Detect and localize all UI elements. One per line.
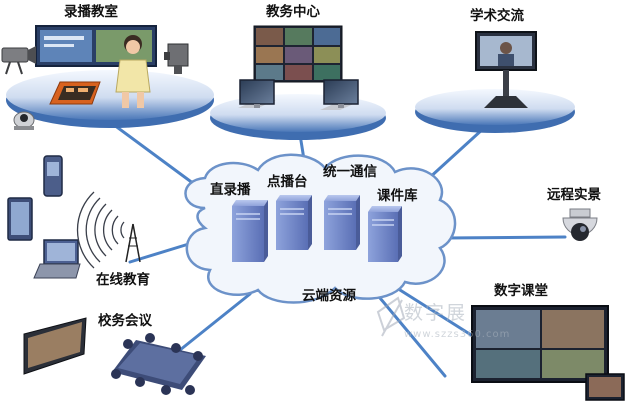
link-remote-live — [443, 235, 567, 240]
watermark-logo-icon — [376, 296, 406, 337]
label-remote-live-view: 远程实景 — [547, 187, 601, 203]
server-on-demand — [276, 195, 312, 250]
cloud-shape — [184, 153, 457, 304]
label-unified-communication: 统一通信 — [323, 164, 377, 180]
server-live — [232, 200, 268, 262]
wireless-signal-icon — [76, 191, 125, 269]
small-monitor-icon — [585, 373, 625, 401]
watermark-brand: 数字展 — [404, 302, 468, 324]
affairs-platform — [210, 94, 386, 140]
meeting-display-icon — [23, 317, 87, 375]
monitor-right-icon — [320, 79, 359, 110]
recording-platform — [6, 70, 214, 128]
digital-classroom-display-icon — [471, 305, 609, 383]
label-digital-classroom: 数字课堂 — [494, 283, 548, 299]
label-online-education: 在线教育 — [96, 272, 150, 288]
wireless-tower-icon — [125, 223, 141, 263]
label-on-demand: 点播台 — [267, 174, 308, 190]
label-academic-affairs-center: 教务中心 — [266, 4, 320, 20]
ptz-camera-icon — [13, 111, 35, 130]
monitor-left-icon — [238, 79, 276, 108]
label-cloud-resources: 云端资源 — [302, 288, 356, 304]
teacher-figure — [115, 35, 151, 108]
link-watermark — [378, 296, 447, 378]
link-school-meeting — [178, 292, 252, 352]
video-wall-icon — [253, 25, 343, 83]
watermark-url: www.szzs360.com — [404, 329, 511, 340]
video-camera-icon — [1, 46, 36, 75]
label-recording-classroom: 录播教室 — [64, 4, 118, 20]
laptop-icon — [33, 239, 81, 279]
server-courseware — [368, 206, 402, 262]
video-conference-terminal-icon — [475, 31, 537, 108]
label-academic-exchange: 学术交流 — [470, 8, 524, 24]
conference-table-icon — [111, 333, 206, 395]
dome-camera-icon — [562, 208, 598, 241]
link-online-education — [128, 241, 194, 264]
tablet-device-icon — [7, 197, 33, 241]
projector-camera-icon — [164, 43, 189, 74]
label-school-meeting: 校务会议 — [98, 313, 152, 329]
tablet-icon — [49, 81, 101, 105]
label-courseware-library: 课件库 — [377, 188, 418, 204]
server-unified-comm — [324, 195, 360, 250]
exchange-platform — [415, 89, 575, 133]
mobile-phone-icon — [43, 155, 63, 197]
label-live-recording: 直录播 — [210, 182, 251, 198]
